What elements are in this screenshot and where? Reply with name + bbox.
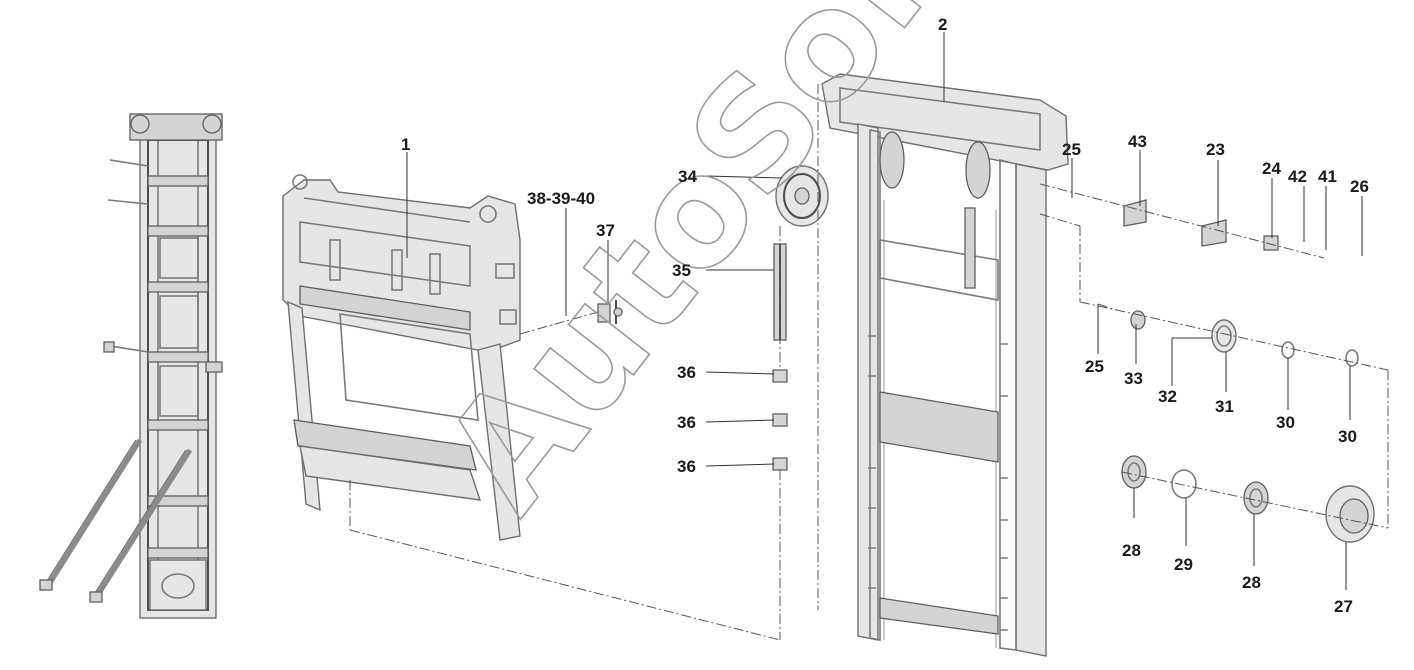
callout-31: 31 <box>1215 397 1234 416</box>
leader-lines <box>406 32 1363 590</box>
bracket-part-43 <box>1123 199 1147 227</box>
mast-frame-part-2 <box>821 73 1069 657</box>
plate-part-23 <box>1201 219 1227 247</box>
sheave-assembly <box>772 165 829 471</box>
callout-labels: 1 2 38-39-40 37 34 35 36 36 36 25 43 23 … <box>401 15 1369 616</box>
callout-30-b: 30 <box>1338 427 1357 446</box>
flange-part-31 <box>1211 319 1237 353</box>
callout-2: 2 <box>938 15 947 34</box>
callout-1: 1 <box>401 135 410 154</box>
assembly-lines <box>349 84 1389 641</box>
callout-28-b: 28 <box>1242 573 1261 592</box>
callout-29: 29 <box>1174 555 1193 574</box>
callout-25-a: 25 <box>1062 140 1081 159</box>
callout-33: 33 <box>1124 369 1143 388</box>
callout-23: 23 <box>1206 140 1225 159</box>
callout-43: 43 <box>1128 132 1147 151</box>
callout-41: 41 <box>1318 167 1337 186</box>
callout-42: 42 <box>1288 167 1307 186</box>
callout-24: 24 <box>1262 159 1281 178</box>
roller-part-27 <box>1325 485 1375 543</box>
callout-36-b: 36 <box>677 413 696 432</box>
callout-35: 35 <box>672 261 691 280</box>
callout-34: 34 <box>678 167 697 186</box>
callout-25-b: 25 <box>1085 357 1104 376</box>
bracket-part-37 <box>597 300 623 324</box>
mast-overview-assembly <box>39 113 223 619</box>
callout-36-a: 36 <box>677 363 696 382</box>
callout-28-a: 28 <box>1122 541 1141 560</box>
bearing-part-28 <box>1121 455 1269 515</box>
callout-32: 32 <box>1158 387 1177 406</box>
carriage-frame-part-1 <box>282 174 521 541</box>
callout-36-c: 36 <box>677 457 696 476</box>
oring-part-30 <box>1281 341 1359 367</box>
clip-part-24 <box>1263 235 1279 251</box>
ring-part-29 <box>1171 469 1197 499</box>
callout-27: 27 <box>1334 597 1353 616</box>
callout-37: 37 <box>596 221 615 240</box>
callout-30-a: 30 <box>1276 413 1295 432</box>
callout-38-39-40: 38-39-40 <box>527 189 595 208</box>
callout-26: 26 <box>1350 177 1369 196</box>
